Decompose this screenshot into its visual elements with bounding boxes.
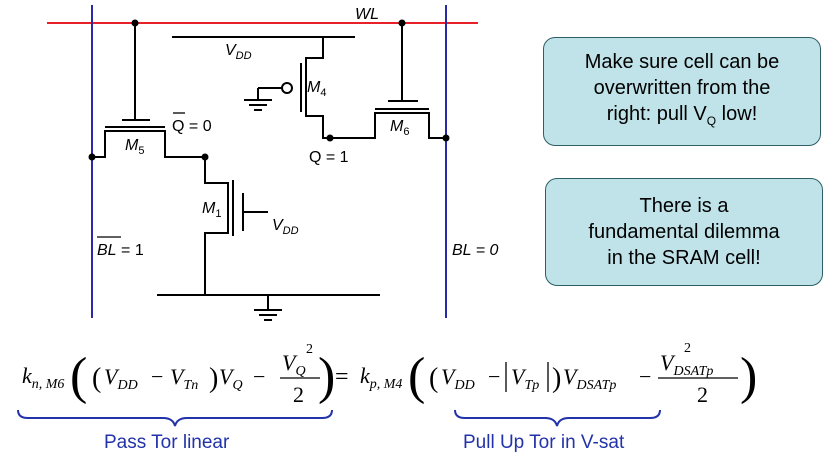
- svg-text:BL = 1: BL = 1: [97, 242, 144, 259]
- svg-text:2: 2: [684, 341, 691, 356]
- svg-text:VQ: VQ: [219, 364, 243, 393]
- equation: kn, M6 ( ( VDD − VTn ) VQ − VQ 2 2 ) = k…: [22, 341, 757, 407]
- svg-text:(: (: [70, 348, 87, 405]
- callout-dilemma-line2: fundamental dilemma: [588, 221, 780, 243]
- brace-pullup: [454, 409, 661, 427]
- callout-overwrite-line2: overwritten from the: [593, 77, 771, 99]
- svg-text:=: =: [335, 364, 349, 390]
- svg-text:−: −: [488, 364, 500, 389]
- bl-label: BL = 0: [452, 242, 499, 259]
- svg-text:VDSATp: VDSATp: [563, 364, 616, 393]
- svg-text:−: −: [639, 364, 651, 389]
- svg-text:−: −: [253, 364, 265, 389]
- svg-text:(: (: [92, 363, 101, 394]
- svg-text:): ): [552, 363, 561, 394]
- m6-label: M6: [390, 118, 409, 138]
- svg-text:2: 2: [306, 342, 313, 357]
- svg-text:−: −: [151, 364, 163, 389]
- svg-text:): ): [209, 363, 218, 394]
- svg-text:2: 2: [293, 382, 304, 407]
- caption-pass: Pass Tor linear: [104, 432, 230, 453]
- bl-bar-label: BL = 1: [97, 236, 144, 259]
- svg-text:kp, M4: kp, M4: [360, 363, 402, 392]
- callout-dilemma: There is a fundamental dilemma in the SR…: [545, 178, 823, 286]
- svg-text:VDD: VDD: [441, 364, 475, 393]
- svg-text:VQ: VQ: [282, 350, 306, 379]
- svg-text:(: (: [408, 348, 425, 405]
- svg-text:kn, M6: kn, M6: [22, 363, 64, 392]
- svg-text:VDD: VDD: [104, 364, 138, 393]
- m5-label: M5: [125, 137, 144, 157]
- svg-text:VTp: VTp: [511, 364, 539, 393]
- callout-overwrite-line1: Make sure cell can be: [584, 51, 780, 73]
- svg-text:): ): [740, 348, 757, 405]
- circuit-wires: [92, 23, 446, 321]
- svg-text:VDSATp: VDSATp: [660, 350, 713, 379]
- svg-text:VTn: VTn: [170, 364, 198, 393]
- vdd-gate-label: VDD: [272, 217, 299, 237]
- m4-label: M4: [307, 79, 326, 99]
- svg-text:(: (: [429, 363, 438, 394]
- callout-dilemma-line3: in the SRAM cell!: [607, 247, 761, 269]
- callout-dilemma-line1: There is a: [639, 195, 729, 217]
- caption-pullup: Pull Up Tor in V-sat: [463, 432, 625, 453]
- q-label: Q = 1: [309, 149, 349, 166]
- callout-overwrite: Make sure cell can be overwritten from t…: [543, 37, 821, 146]
- svg-text:): ): [318, 348, 335, 405]
- junction-dots: [88, 19, 450, 161]
- brace-pass: [17, 409, 333, 427]
- wl-label: WL: [355, 6, 379, 23]
- vdd-top-label: VDD: [225, 42, 252, 62]
- callout-overwrite-line3: right: pull VQ low!: [606, 103, 758, 128]
- m1-label: M1: [202, 200, 221, 220]
- svg-text:2: 2: [697, 382, 708, 407]
- svg-text:Q = 0: Q = 0: [172, 118, 212, 135]
- qbar-label: Q = 0: [172, 112, 212, 135]
